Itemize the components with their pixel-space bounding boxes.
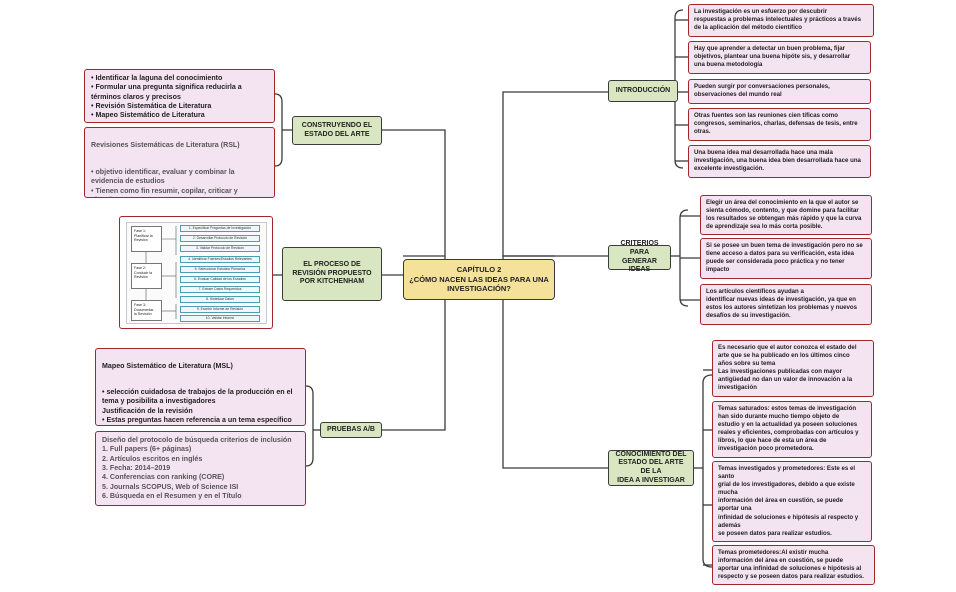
flow-step-10: 10. Validar Informe [180, 315, 260, 322]
intro-detail-1: La investigación es un esfuerzo por desc… [688, 4, 874, 37]
central-topic[interactable]: CAPÍTULO 2 ¿CÓMO NACEN LAS IDEAS PARA UN… [403, 259, 555, 300]
conocimiento-detail-1: Es necesario que el autor conozca el est… [712, 340, 874, 397]
conocimiento-detail-4: Temas prometedores:Al existir mucha info… [712, 545, 875, 585]
criterios-detail-1: Elegir un área del conocimiento en la qu… [700, 195, 872, 235]
flow-step-5: 5. Seleccionar Estudios Primarios [180, 266, 260, 273]
conocimiento-detail-3: Temas investigados y prometedores: Este … [712, 461, 872, 542]
msl-title: Mapeo Sistemático de Literatura (MSL) [102, 362, 233, 371]
flow-step-6: 6. Evaluar Calidad de los Estudios [180, 276, 260, 283]
protocolo-box: Diseño del protocolo de búsqueda criteri… [95, 431, 306, 506]
topic-introduccion[interactable]: INTRODUCCIÓN [608, 80, 678, 102]
intro-detail-5: Una buena idea mal desarrollada hace una… [688, 145, 871, 178]
topic-conocimiento[interactable]: CONOCIMIENTO DEL ESTADO DEL ARTE DE LA I… [608, 450, 694, 486]
topic-kitchenham[interactable]: EL PROCESO DE REVISIÓN PROPUESTO POR KIT… [282, 247, 382, 301]
msl-body: • selección cuidadosa de trabajos de la … [102, 388, 293, 425]
criterios-detail-2: Si se posee un buen tema de investigació… [700, 238, 872, 279]
flow-step-3: 3. Validar Protocolo de Revisión [180, 245, 260, 252]
flow-arrows [145, 226, 177, 319]
flow-step-2: 2. Desarrollar Protocolo de Revisión [180, 235, 260, 242]
rsl-title: Revisiones Sistemáticas de Literatura (R… [91, 141, 240, 150]
kitchenham-flow-diagram: Fase 1: Planificar la Revisión Fase 2: C… [119, 216, 273, 329]
flow-step-9: 9. Escribir Informe de Revisión [180, 306, 260, 313]
flow-step-4: 4. Identificar Fuentes/Estudios Relevant… [180, 256, 260, 263]
flow-step-7: 7. Extraer Datos Requeridos [180, 286, 260, 293]
intro-detail-3: Pueden surgir por conversaciones persona… [688, 79, 871, 104]
msl-box: Mapeo Sistemático de Literatura (MSL) • … [95, 348, 306, 426]
flow-step-1: 1. Especificar Preguntas de Investigació… [180, 225, 260, 232]
topic-pruebas-ab[interactable]: PRUEBAS A/B [320, 422, 382, 438]
rsl-box: Revisiones Sistemáticas de Literatura (R… [84, 127, 275, 198]
conocimiento-detail-2: Temas saturados: estos temas de investig… [712, 401, 872, 458]
criterios-detail-3: Los artículos científicos ayudan a ident… [700, 284, 872, 325]
phase-1-box: Fase 1: Planificar la Revisión [131, 226, 162, 252]
rsl-body: • objetivo identificar, evaluar y combin… [91, 168, 238, 197]
flow-step-8: 8. Sintetizar Datos [180, 296, 260, 303]
construyendo-detail-list: • Identificar la laguna del conocimiento… [84, 69, 275, 123]
phase-3-box: Fase 3: Documentar la Revisión [131, 300, 162, 321]
intro-detail-2: Hay que aprender a detectar un buen prob… [688, 41, 871, 74]
phase-2-box: Fase 2: Conducir la Revisión [131, 263, 162, 289]
intro-detail-4: Otras fuentes son las reuniones cien tíf… [688, 108, 871, 141]
topic-criterios[interactable]: CRITERIOS PARA GENERAR IDEAS [608, 240, 671, 273]
topic-construyendo[interactable]: CONSTRUYENDO EL ESTADO DEL ARTE [292, 116, 382, 145]
